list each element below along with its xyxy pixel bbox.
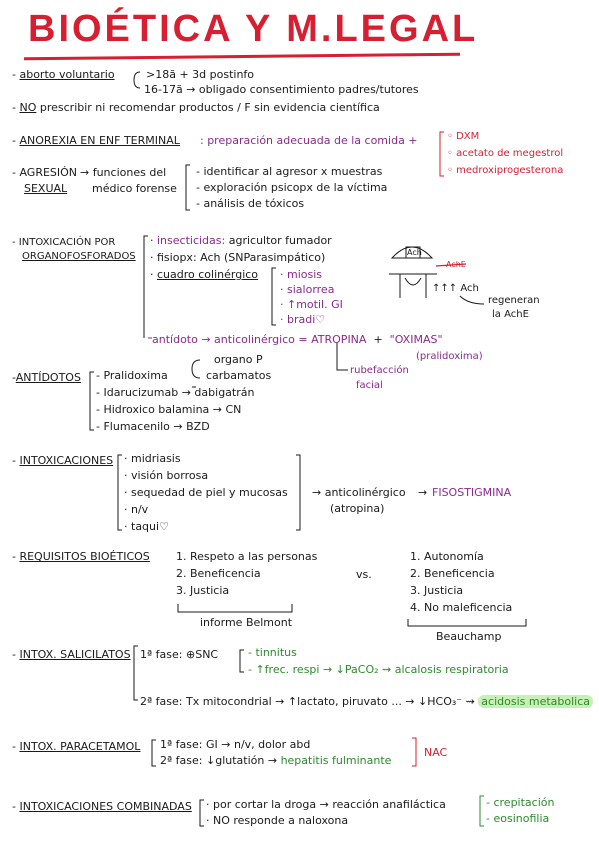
- pralidoxima-note: (pralidoxima): [416, 351, 483, 362]
- intox-result: → anticolinérgico: [312, 486, 406, 499]
- intox-item-3: · sequedad de piel y mucosas: [124, 486, 288, 499]
- agresion-mid-1: → funciones del: [80, 166, 167, 179]
- symptom-miosis: · miosis: [280, 268, 323, 281]
- intox-arrow: →: [418, 486, 428, 499]
- rubefaccion-2: facial: [356, 380, 383, 391]
- antidotos-brace-top-1: organo P: [214, 353, 263, 366]
- regeneran-1: regeneran: [488, 295, 540, 306]
- rubefaccion-1: rubefacción: [350, 365, 409, 376]
- insecticidas-line: · insecticidas: agricultor fumador: [150, 234, 332, 247]
- combinadas-opt-2: - eosinofilia: [486, 812, 550, 825]
- paracetamol-heading: - INTOX. PARACETAMOL: [12, 740, 141, 753]
- symptom-motilidad: · ↑motil. GI: [280, 298, 343, 311]
- fisostigmina: FISOSTIGMINA: [432, 486, 512, 499]
- nac-label: NAC: [424, 746, 448, 759]
- belmont-2: 2. Beneficencia: [176, 567, 261, 580]
- combinadas-line-2: · NO responde a naloxona: [206, 814, 349, 827]
- diagram-increase-ach: ↑↑↑ Ach: [432, 283, 479, 294]
- aborto-line-2: 16-17ã → obligado consentimiento padres/…: [144, 83, 419, 96]
- intox-item-2: · visión borrosa: [124, 469, 209, 482]
- agresion-heading-1: - AGRESIÓN: [12, 166, 78, 179]
- symptom-bradicardia: · bradi♡: [280, 313, 326, 326]
- intox-item-1: · midriasis: [124, 452, 181, 465]
- organofosforados-heading-2: ORGANOFOSFORADOS: [22, 251, 136, 262]
- intox-result-sub: (atropina): [330, 502, 385, 515]
- bioeticos-vs: vs.: [356, 568, 372, 581]
- combinadas-opt-1: - crepitación: [486, 796, 555, 809]
- aborto-heading: - aborto voluntario: [12, 68, 115, 81]
- paracetamol-fase-1: 1ª fase: GI → n/v, dolor abd: [160, 738, 311, 751]
- beauchamp-label: Beauchamp: [436, 630, 502, 643]
- anorexia-text: : preparación adecuada de la comida +: [200, 134, 418, 147]
- salicilatos-fase-1: 1ª fase: ⊕SNC: [140, 648, 219, 661]
- beauchamp-3: 3. Justicia: [410, 584, 464, 597]
- beauchamp-1: 1. Autonomía: [410, 550, 484, 563]
- bioeticos-heading: - REQUISITOS BIOÉTICOS: [12, 550, 150, 563]
- organofosforados-heading-1: - INTOXICACIÓN POR: [12, 237, 116, 248]
- belmont-1: 1. Respeto a las personas: [176, 550, 318, 563]
- salicilatos-frec: - ↑frec. respi → ↓PaCO₂ ⇝ alcalosis resp…: [248, 663, 509, 676]
- anorexia-option-1: ◦ DXM: [447, 131, 480, 142]
- agresion-heading-2: SEXUAL: [24, 182, 68, 195]
- antidotos-heading: -ANTÍDOTOS: [12, 371, 81, 384]
- intox-item-4: · n/v: [124, 503, 149, 516]
- intox-item-5: · taqui♡: [124, 520, 169, 533]
- antidotos-item-1: - Pralidoxima: [96, 369, 168, 382]
- agresion-mid-2: médico forense: [92, 182, 177, 195]
- salicilatos-heading: - INTOX. SALICILATOS: [12, 648, 131, 661]
- diagram-ach-label: Ach: [407, 248, 422, 257]
- aborto-line-1: >18ã + 3d postinfo: [146, 68, 255, 81]
- beauchamp-4: 4. No maleficencia: [410, 601, 513, 614]
- combinadas-line-1: · por cortar la droga → reacción anafilá…: [206, 798, 446, 811]
- page-title: BIOÉTICA Y M.LEGAL: [28, 8, 479, 50]
- belmont-label: informe Belmont: [200, 616, 293, 629]
- paracetamol-fase-2: 2ª fase: ↓glutatión → hepatitis fulminan…: [160, 754, 392, 767]
- tinnitus: - tinnitus: [248, 646, 297, 659]
- combinadas-heading: - INTOXICACIONES COMBINADAS: [12, 800, 192, 813]
- antidotos-item-3: - Hidroxico balamina → CN: [96, 403, 242, 416]
- anorexia-option-3: ◦ medroxiprogesterona: [447, 165, 564, 176]
- cuadro-colinergico: · cuadro colinérgico: [150, 268, 259, 281]
- antidotos-item-4: - Flumacenilo → BZD: [96, 420, 210, 433]
- belmont-3: 3. Justicia: [176, 584, 230, 597]
- anorexia-option-2: ◦ acetato de megestrol: [447, 148, 564, 159]
- salicilatos-fase-2: 2ª fase: Tx mitocondrial → ↑lactato, pir…: [140, 695, 594, 708]
- anorexia-heading: - ANOREXIA EN ENF TERMINAL: [12, 134, 180, 147]
- agresion-item-1: - identificar al agresor x muestras: [196, 165, 383, 178]
- antidotos-item-2: - Idarucizumab → dabigatrán: [96, 386, 255, 399]
- acidosis-highlight: acidosis metabolica: [478, 695, 594, 708]
- agresion-item-3: - análisis de tóxicos: [196, 197, 305, 210]
- intoxicaciones-heading: - INTOXICACIONES: [12, 454, 114, 467]
- agresion-item-2: - exploración psicopx de la víctima: [196, 181, 388, 194]
- fisiopx-line: · fisiopx: Ach (SNParasimpático): [150, 251, 326, 264]
- aborto-note: - NO prescribir ni recomendar productos …: [12, 101, 380, 114]
- symptom-sialorrea: · sialorrea: [280, 283, 335, 296]
- diagram-ache-label: AchE: [446, 260, 466, 269]
- antidotos-brace-top-2: carbamatos: [206, 369, 272, 382]
- antidoto-atropina: antídoto → anticolinérgico = ATROPINA + …: [152, 333, 443, 346]
- beauchamp-2: 2. Beneficencia: [410, 567, 495, 580]
- regeneran-2: la AchE: [492, 309, 529, 320]
